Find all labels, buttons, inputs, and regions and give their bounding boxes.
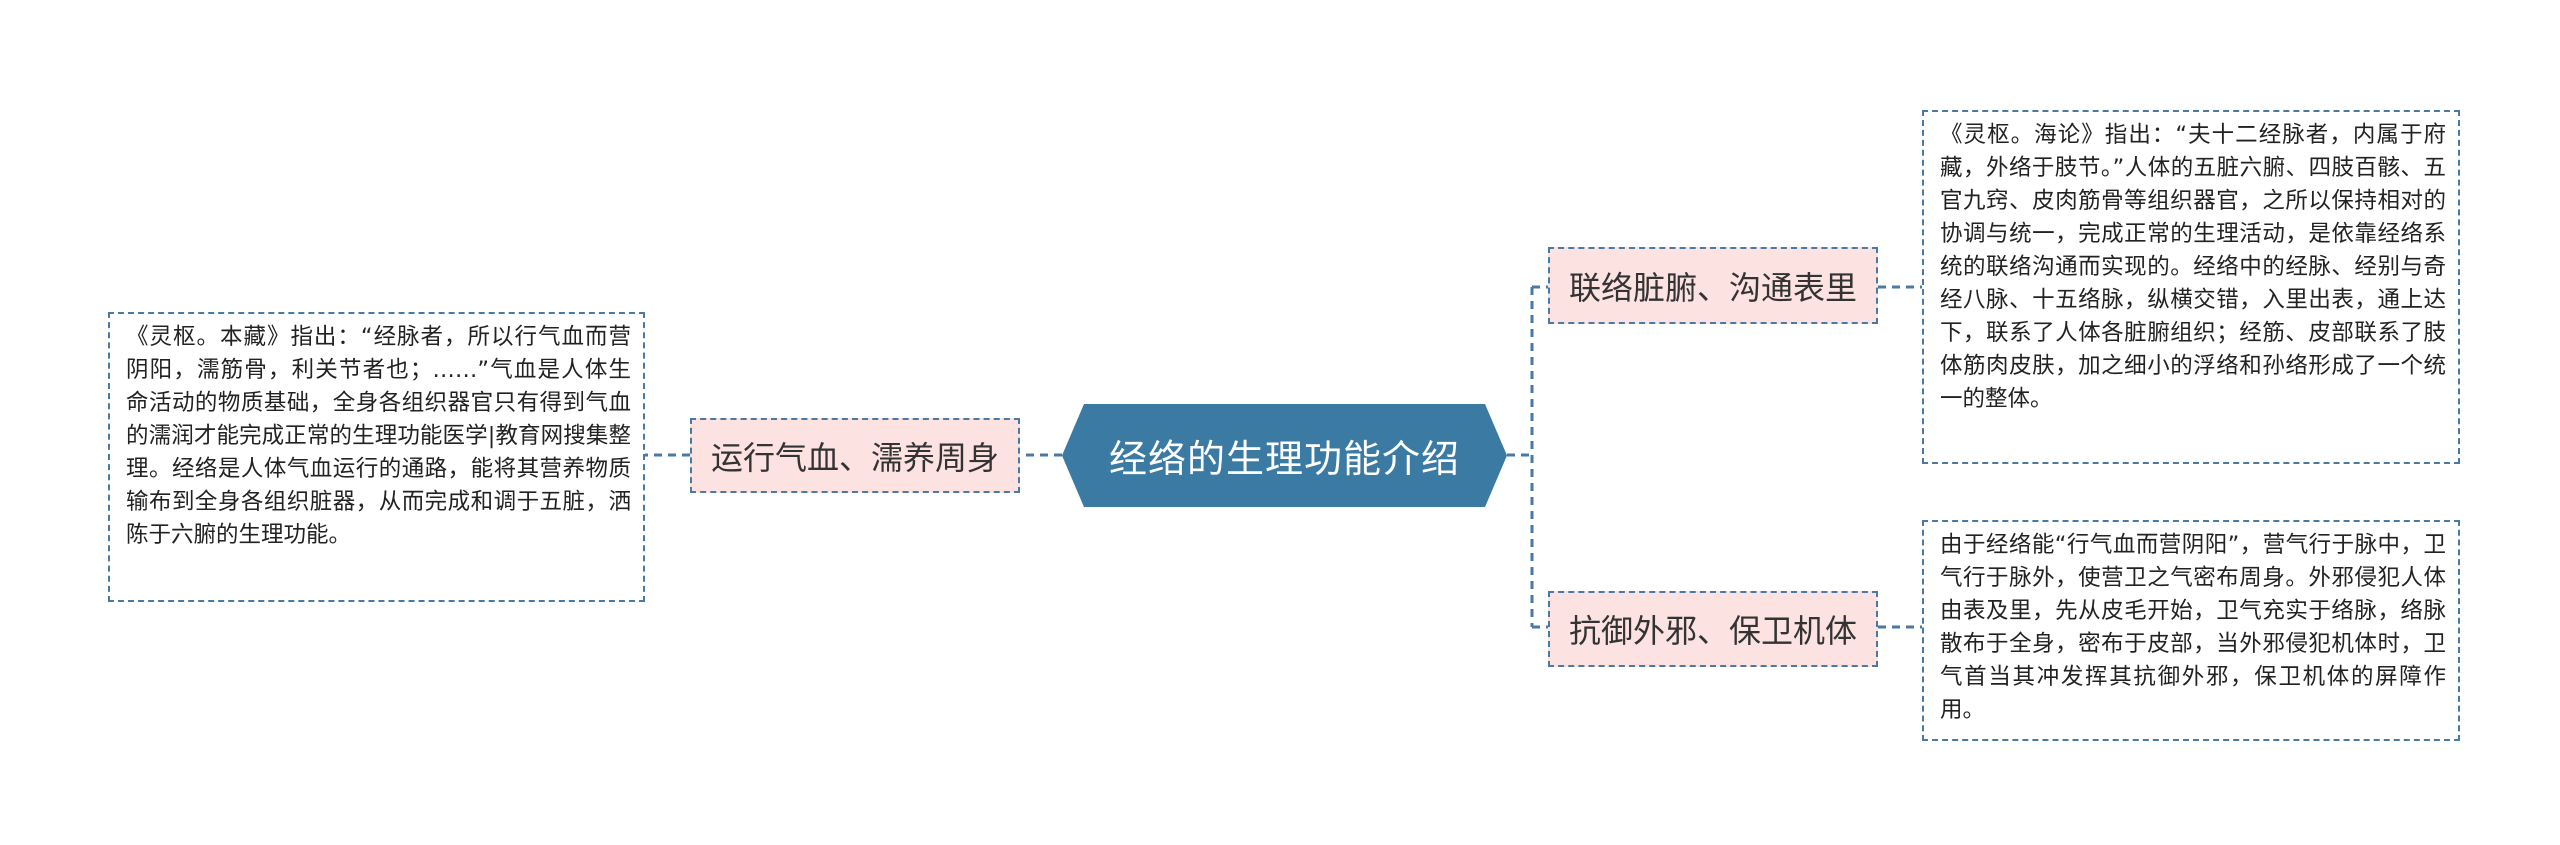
leaf-blood-circulation-text: 《灵枢。本藏》指出：“经脉者，所以行气血而营阴阳，濡筋骨，利关节者也；……”气血… xyxy=(126,324,631,548)
leaf-blood-circulation-detail[interactable]: 《灵枢。本藏》指出：“经脉者，所以行气血而营阴阳，濡筋骨，利关节者也；……”气血… xyxy=(108,312,645,602)
leaf-defense-text: 由于经络能“行气血而营阴阳”，营气行于脉中，卫气行于脉外，使营卫之气密布周身。外… xyxy=(1940,532,2446,723)
branch-blood-circulation[interactable]: 运行气血、濡养周身 xyxy=(690,418,1020,493)
central-topic[interactable]: 经络的生理功能介绍 xyxy=(1062,404,1507,507)
leaf-organ-connection-text: 《灵枢。海论》指出：“夫十二经脉者，内属于府藏，外络于肢节。”人体的五脏六腑、四… xyxy=(1940,122,2446,412)
branch-defense-label: 抗御外邪、保卫机体 xyxy=(1568,612,1857,650)
central-topic-label: 经络的生理功能介绍 xyxy=(1108,437,1460,481)
branch-organ-connection-label: 联络脏腑、沟通表里 xyxy=(1568,268,1857,307)
leaf-organ-connection-detail[interactable]: 《灵枢。海论》指出：“夫十二经脉者，内属于府藏，外络于肢节。”人体的五脏六腑、四… xyxy=(1922,110,2460,464)
central-topic-shape xyxy=(1062,404,1507,507)
leaf-defense-detail[interactable]: 由于经络能“行气血而营阴阳”，营气行于脉中，卫气行于脉外，使营卫之气密布周身。外… xyxy=(1922,520,2460,741)
branch-organ-connection[interactable]: 联络脏腑、沟通表里 xyxy=(1548,247,1878,324)
branch-blood-circulation-label: 运行气血、濡养周身 xyxy=(710,438,999,477)
branch-defense[interactable]: 抗御外邪、保卫机体 xyxy=(1548,591,1878,667)
